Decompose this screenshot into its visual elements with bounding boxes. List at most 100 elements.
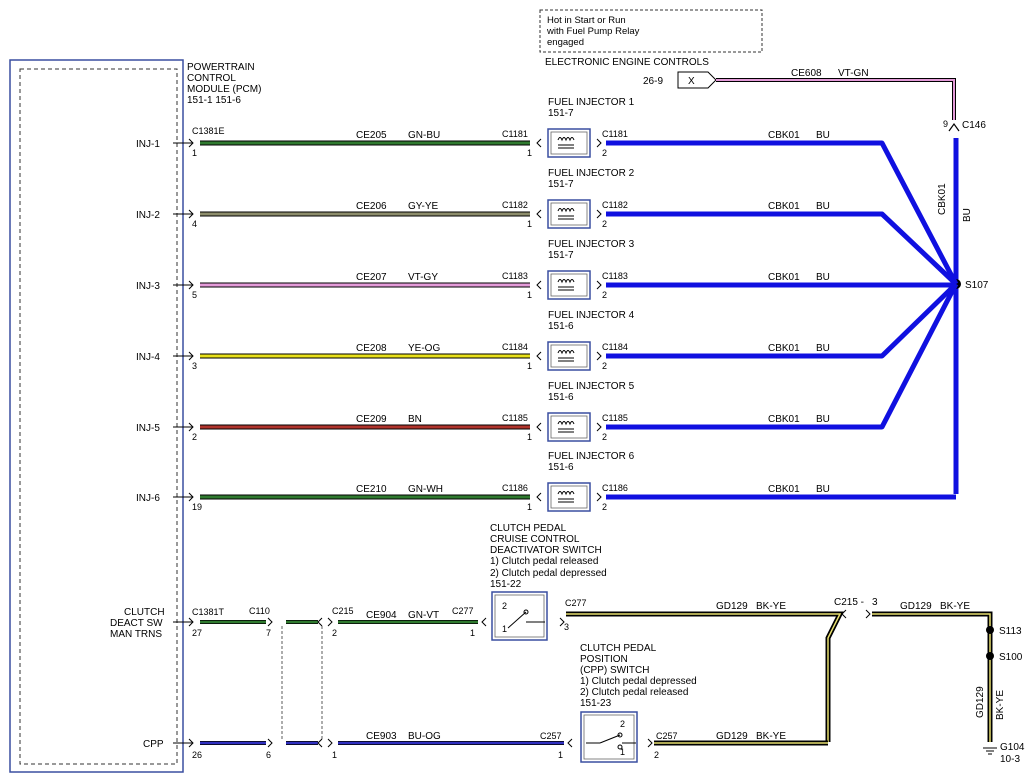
injector-pin-in-1: 1	[527, 148, 532, 158]
injector-inner-6	[550, 485, 588, 509]
eec-title: ELECTRONIC ENGINE CONTROLS	[545, 57, 709, 68]
injector-ref-5: 151-6	[548, 392, 574, 403]
clutch-pcm-label-1: CLUTCH	[124, 607, 165, 618]
signal-circuit-4: CE208	[356, 343, 387, 354]
pcm-pin-number-1: 1	[192, 148, 197, 158]
cpp-c110-arrow	[267, 738, 273, 748]
clutch-pcm-conn: C1381T	[192, 607, 225, 617]
injector-title-6: FUEL INJECTOR 6	[548, 451, 635, 462]
c257-in-arrow	[567, 738, 573, 748]
ground-name: G104	[1000, 742, 1025, 753]
injector-conn-in-2: C1182	[502, 200, 528, 210]
injector-arrow-out-6	[596, 492, 602, 502]
c146-connector-symbol	[948, 122, 960, 132]
return-color-6: BU	[816, 484, 830, 495]
injector-arrow-out-3	[596, 280, 602, 290]
signal-circuit-5: CE209	[356, 414, 387, 425]
c215b-pin: 3	[872, 597, 878, 608]
pcm-pin-label-inj6: INJ-6	[136, 493, 160, 504]
clutch-switch-title-1: CLUTCH PEDAL	[490, 523, 567, 534]
clutch-switch-pos2: 2	[502, 601, 507, 611]
injector-pin-out-2: 2	[602, 219, 607, 229]
c215-label: C215	[332, 606, 354, 616]
return-circuit-6: CBK01	[768, 484, 800, 495]
pcm-arrow-4	[188, 351, 194, 361]
gd129-ground-circuit: GD129	[900, 601, 932, 612]
cpp-switch-contact-a	[617, 732, 623, 738]
pcm-pin-number-6: 19	[192, 502, 202, 512]
gd129-ground-wire-outline	[872, 611, 993, 742]
c277-out-pin: 3	[564, 622, 569, 632]
pcm-pin-label-inj4: INJ-4	[136, 352, 160, 363]
pcm-pin-label-inj2: INJ-2	[136, 210, 160, 221]
cpp-switch-title-3: (CPP) SWITCH	[580, 665, 649, 676]
ground-ref: 10-3	[1000, 754, 1020, 765]
c215-arrow-b	[327, 617, 333, 627]
injector-box-6	[547, 482, 591, 512]
cpp-switch-title-2: POSITION	[580, 654, 628, 665]
injector-pin-out-3: 2	[602, 290, 607, 300]
signal-color-6: GN-WH	[408, 484, 443, 495]
cpp-switch-inner	[583, 714, 635, 760]
injector-pin-out-4: 2	[602, 361, 607, 371]
ground-section: S113 S100 GD129 BK-YE G104 10-3	[975, 626, 1025, 765]
injector-coil-4	[557, 350, 575, 355]
cpp-switch-title-1: CLUTCH PEDAL	[580, 643, 657, 654]
c146-pin: 9	[943, 119, 948, 129]
injector-arrow-out-4	[596, 351, 602, 361]
ground-circuit-label: GD129	[975, 686, 986, 718]
injector-ref-4: 151-6	[548, 321, 574, 332]
bus-color-label: BU	[962, 208, 973, 222]
gd129-clutch-wire-stripe	[566, 613, 842, 742]
signal-color-3: VT-GY	[408, 272, 438, 283]
note-line-1: Hot in Start or Run	[547, 15, 626, 26]
injector-pin-in-5: 1	[527, 432, 532, 442]
pcm-arrow-6	[188, 492, 194, 502]
note-box	[539, 9, 763, 53]
injector-pin-out-6: 2	[602, 502, 607, 512]
clutch-switch-title-3: DEACTIVATOR SWITCH	[490, 545, 602, 556]
injector-inner-4	[550, 344, 588, 368]
gd129-clutch-circuit: GD129	[716, 601, 748, 612]
signal-circuit-1: CE205	[356, 130, 387, 141]
pcm-pin-number-3: 5	[192, 290, 197, 300]
wire-ce608	[716, 78, 956, 120]
gd129-ground-color: BK-YE	[940, 601, 970, 612]
injector-conn-in-1: C1181	[502, 129, 528, 139]
injector-inner-1	[550, 131, 588, 155]
injector-title-5: FUEL INJECTOR 5	[548, 381, 635, 392]
pcm-arrow-1	[188, 138, 194, 148]
injector-conn-in-6: C1186	[502, 483, 528, 493]
splice-s100	[986, 652, 994, 660]
injector-ref-1: 151-7	[548, 108, 574, 119]
injector-box-2	[547, 199, 591, 229]
pcm-title-line-4: 151-1 151-6	[187, 95, 241, 106]
pcm-pin-number-4: 3	[192, 361, 197, 371]
clutch-switch-blade	[507, 611, 527, 629]
return-color-3: BU	[816, 272, 830, 283]
injector-arrow-in-5	[536, 422, 542, 432]
injector-box-1	[547, 128, 591, 158]
injector-coil-3	[557, 279, 575, 284]
c277-out-arrow	[559, 617, 565, 627]
cpp-c215-arrow-b	[327, 738, 333, 748]
clutch-switch-title-4: 1) Clutch pedal released	[490, 556, 598, 567]
signal-circuit-3: CE207	[356, 272, 387, 283]
injector-inner-5	[550, 415, 588, 439]
clutch-deact-row: CLUTCH DEACT SW MAN TRNS C1381T 27 C110 …	[110, 523, 993, 742]
cpp-switch-box	[580, 711, 638, 763]
signal-color-4: YE-OG	[408, 343, 440, 354]
injector-arrow-out-2	[596, 209, 602, 219]
pcm-pin-label-inj3: INJ-3	[136, 281, 160, 292]
injector-arrow-in-1	[536, 138, 542, 148]
injector-coil-6	[557, 491, 575, 496]
cpp-c110-pin: 6	[266, 750, 271, 760]
c257-in-pin: 1	[558, 750, 563, 760]
splice-s113-label: S113	[999, 626, 1022, 637]
injector-conn-out-3: C1183	[602, 271, 628, 281]
return-color-4: BU	[816, 343, 830, 354]
